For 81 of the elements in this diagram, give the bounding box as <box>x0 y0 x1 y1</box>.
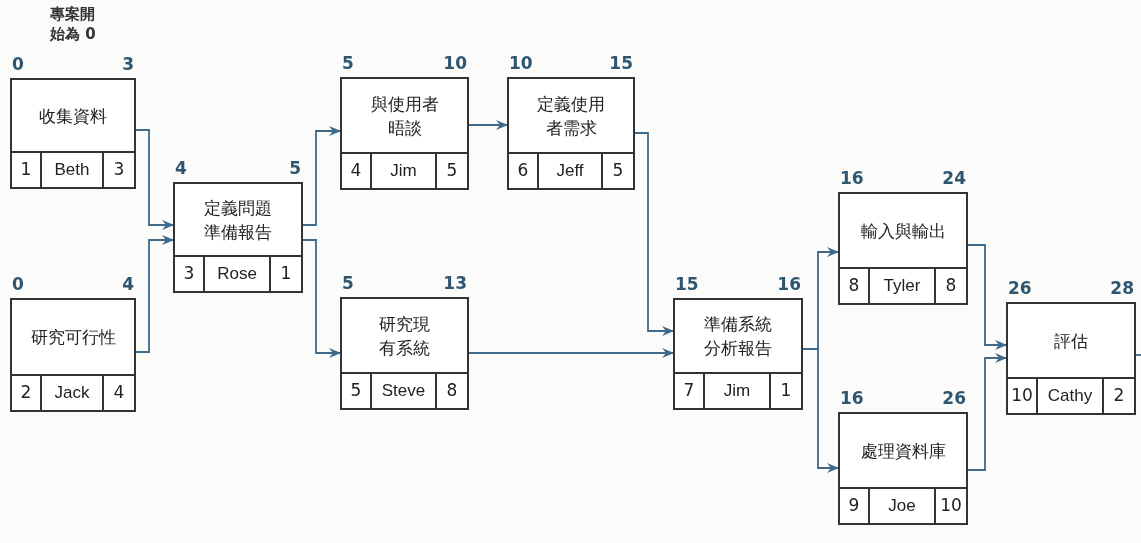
task-number: 8 <box>840 269 870 303</box>
task-name: 定義使用者需求 <box>536 92 606 140</box>
assignee-name: Jim <box>705 374 771 408</box>
arrow <box>967 353 1007 471</box>
task-name: 準備系統分析報告 <box>703 313 773 360</box>
task-name: 評估 <box>1054 329 1088 353</box>
finish-time: 5 <box>288 158 301 178</box>
arrow <box>634 132 674 336</box>
finish-time: 16 <box>776 274 801 294</box>
task-name: 處理資料庫 <box>860 439 946 463</box>
task-name: 研究可行性 <box>30 326 116 349</box>
start-time: 0 <box>12 274 24 294</box>
start-time: 10 <box>509 53 533 73</box>
duration-value: 4 <box>112 381 126 405</box>
arrow <box>967 244 1007 350</box>
task-number: 7 <box>675 374 705 408</box>
assignee-name: Jeff <box>539 154 603 188</box>
finish-time: 28 <box>1109 278 1134 298</box>
finish-time: 10 <box>442 53 467 73</box>
task-box <box>340 297 469 410</box>
note-text: 專案開始為 0 <box>50 4 97 44</box>
task-box <box>838 192 968 305</box>
task-number: 6 <box>509 154 539 188</box>
arrow <box>302 239 341 358</box>
assignee-name: Cathy <box>1038 379 1104 413</box>
task-box <box>340 77 469 190</box>
start-time: 5 <box>342 273 354 293</box>
duration-value: 3 <box>112 158 126 182</box>
assignee-name: Jim <box>372 154 437 188</box>
duration-value: 2 <box>1112 384 1126 408</box>
arrow <box>302 126 341 226</box>
arrow <box>468 348 674 358</box>
assignee-name: Joe <box>870 489 936 523</box>
finish-time: 13 <box>442 273 467 293</box>
task-box <box>1006 302 1136 415</box>
start-time: 5 <box>342 53 354 73</box>
task-number: 3 <box>175 257 205 291</box>
assignee-name: Jack <box>42 376 104 410</box>
finish-time: 24 <box>941 168 966 188</box>
task-box <box>10 78 136 189</box>
assignee-name: Rose <box>205 257 271 291</box>
task-box <box>173 182 303 293</box>
duration-value: 1 <box>779 379 793 403</box>
task-name: 定義問題準備報告 <box>203 196 273 244</box>
task-number: 5 <box>342 374 372 408</box>
task-number: 2 <box>12 376 42 410</box>
task-number: 4 <box>342 154 372 188</box>
start-time: 26 <box>1008 278 1032 298</box>
duration-value: 5 <box>445 159 459 183</box>
task-name: 研究現有系統 <box>378 312 431 360</box>
start-time: 16 <box>840 388 864 408</box>
task-number: 1 <box>12 153 42 187</box>
arrow <box>135 235 174 353</box>
arrow <box>468 120 508 130</box>
task-box <box>507 77 635 190</box>
task-name: 與使用者晤談 <box>369 92 440 140</box>
duration-value: 1 <box>279 262 293 286</box>
task-number: 9 <box>840 489 870 523</box>
duration-value: 5 <box>611 159 625 183</box>
start-time: 15 <box>675 274 699 294</box>
start-time: 16 <box>840 168 864 188</box>
duration-value: 8 <box>944 274 958 298</box>
finish-time: 4 <box>121 274 134 294</box>
task-number: 10 <box>1008 379 1038 413</box>
assignee-name: Tyler <box>870 269 936 303</box>
arrow <box>802 348 839 473</box>
start-time: 4 <box>175 158 187 178</box>
task-box <box>10 298 136 412</box>
task-name: 收集資料 <box>39 104 107 128</box>
arrow <box>135 129 174 230</box>
finish-time: 3 <box>121 54 134 74</box>
assignee-name: Beth <box>42 153 104 187</box>
finish-time: 26 <box>941 388 966 408</box>
task-name: 輸入與輸出 <box>860 219 946 243</box>
assignee-name: Steve <box>372 374 437 408</box>
finish-time: 15 <box>608 53 633 73</box>
duration-value: 8 <box>445 379 459 403</box>
task-box <box>673 298 803 410</box>
task-box <box>838 412 968 525</box>
duration-value: 10 <box>939 494 963 518</box>
start-time: 0 <box>12 54 24 74</box>
